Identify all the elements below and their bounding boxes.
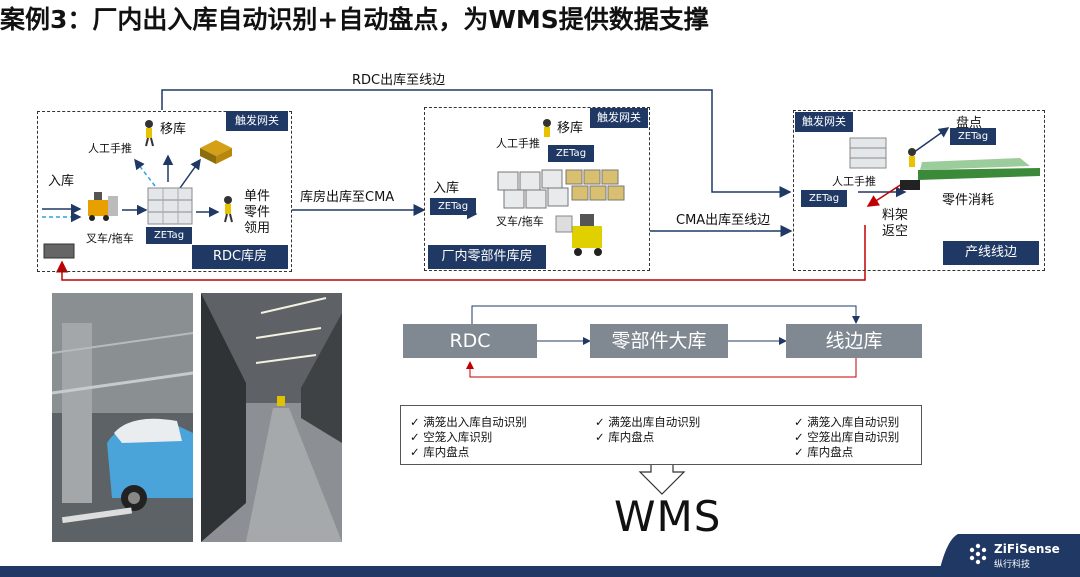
rdc-warehouse-box xyxy=(37,111,292,272)
line-consume-label: 零件消耗 xyxy=(942,193,995,208)
rdc-forklift-label: 叉车/拖车 xyxy=(86,232,134,245)
plant-warehouse-label: 厂内零部件库房 xyxy=(428,245,546,269)
capability-checklist: ✓ 满笼出入库自动识别 ✓ 空笼入库识别 ✓ 库内盘点 ✓ 满笼出库自动识别 ✓… xyxy=(400,405,922,465)
flow-box-rdc: RDC xyxy=(403,324,537,358)
plant-inbound-label: 入库 xyxy=(433,181,460,196)
route-label-rdc-to-line: RDC出库至线边 xyxy=(352,73,446,88)
route-rdc-to-line xyxy=(161,89,792,198)
plant-zetag-a: ZETag xyxy=(548,145,594,162)
route-label-cma-to-line: CMA出库至线边 xyxy=(676,213,771,228)
rdc-move-label: 移库 xyxy=(160,122,187,137)
logo-dots-icon xyxy=(969,543,987,565)
plant-move-label: 移库 xyxy=(557,121,584,136)
line-side-label: 产线线边 xyxy=(943,241,1039,265)
check-item: ✓ 空笼入库识别 xyxy=(410,430,493,444)
line-trigger-gateway: 触发网关 xyxy=(795,112,853,132)
rdc-pick-label: 领用 xyxy=(244,221,271,236)
rdc-zetag: ZETag xyxy=(146,227,192,244)
plant-parts-warehouse-box xyxy=(424,107,650,271)
flow-box-line: 线边库 xyxy=(786,324,922,358)
wms-label: WMS xyxy=(614,492,722,541)
worker-icon xyxy=(543,119,551,137)
check-item: ✓ 库内盘点 xyxy=(794,445,854,459)
line-zetag-b: ZETag xyxy=(801,190,847,207)
cages-icon xyxy=(497,169,625,209)
check-item: ✓ 满笼出入库自动识别 xyxy=(410,415,527,429)
line-inventory-label: 盘点 xyxy=(956,116,983,131)
line-rack-label: 料架 xyxy=(882,208,909,223)
warehouse-photo-right xyxy=(201,293,342,542)
footer-bar xyxy=(0,566,1080,577)
page-title: 案例3：厂内出入库自动识别+自动盘点，为WMS提供数据支撑 xyxy=(0,5,709,34)
bin-icon xyxy=(43,243,75,259)
rdc-manual-push-label: 人工手推 xyxy=(88,142,132,155)
rdc-trigger-gateway: 触发网关 xyxy=(226,111,288,131)
forklift-icon xyxy=(88,192,118,221)
rdc-inbound-label: 入库 xyxy=(48,174,75,189)
worker-icon xyxy=(145,120,154,147)
flow-box-warehouse: 零部件大库 xyxy=(590,324,728,358)
parts-box-icon xyxy=(200,140,232,164)
line-manual-push-label: 人工手推 xyxy=(832,175,876,188)
check-item: ✓ 库内盘点 xyxy=(410,445,470,459)
plant-manual-push-label: 人工手推 xyxy=(496,137,540,150)
wms-down-arrow xyxy=(638,465,686,495)
cart-icon xyxy=(900,180,920,190)
conveyor-icon xyxy=(918,158,1040,180)
plant-trigger-gateway: 触发网关 xyxy=(590,108,648,128)
warehouse-photo-left xyxy=(52,293,193,542)
logo-name: ZiFiSense xyxy=(994,542,1060,556)
worker-picking-icon xyxy=(224,196,233,223)
check-item: ✓ 满笼入库自动识别 xyxy=(794,415,900,429)
flow-top-line xyxy=(471,305,860,325)
check-item: ✓ 空笼出库自动识别 xyxy=(794,430,900,444)
line-side-box xyxy=(793,110,1045,271)
worker-icon xyxy=(908,148,916,167)
rdc-part-label: 零件 xyxy=(244,205,271,220)
line-zetag-a: ZETag xyxy=(950,128,996,145)
rack-icon xyxy=(849,137,887,169)
route-label-rdc-to-cma: 库房出库至CMA xyxy=(300,190,395,205)
plant-zetag-b: ZETag xyxy=(430,198,476,215)
rdc-warehouse-label: RDC库房 xyxy=(192,245,288,269)
logo-cn: 纵行科技 xyxy=(994,560,1031,570)
rdc-single-label: 单件 xyxy=(244,189,271,204)
check-item: ✓ 库内盘点 xyxy=(595,430,655,444)
line-return-label: 返空 xyxy=(882,224,909,239)
plant-forklift-label: 叉车/拖车 xyxy=(496,215,544,228)
rack-icon xyxy=(147,187,193,225)
company-logo: ZiFiSense 纵行科技 xyxy=(938,534,1080,577)
check-item: ✓ 满笼出库自动识别 xyxy=(595,415,701,429)
forklift-icon xyxy=(555,214,602,256)
flow-return-line xyxy=(466,358,857,378)
